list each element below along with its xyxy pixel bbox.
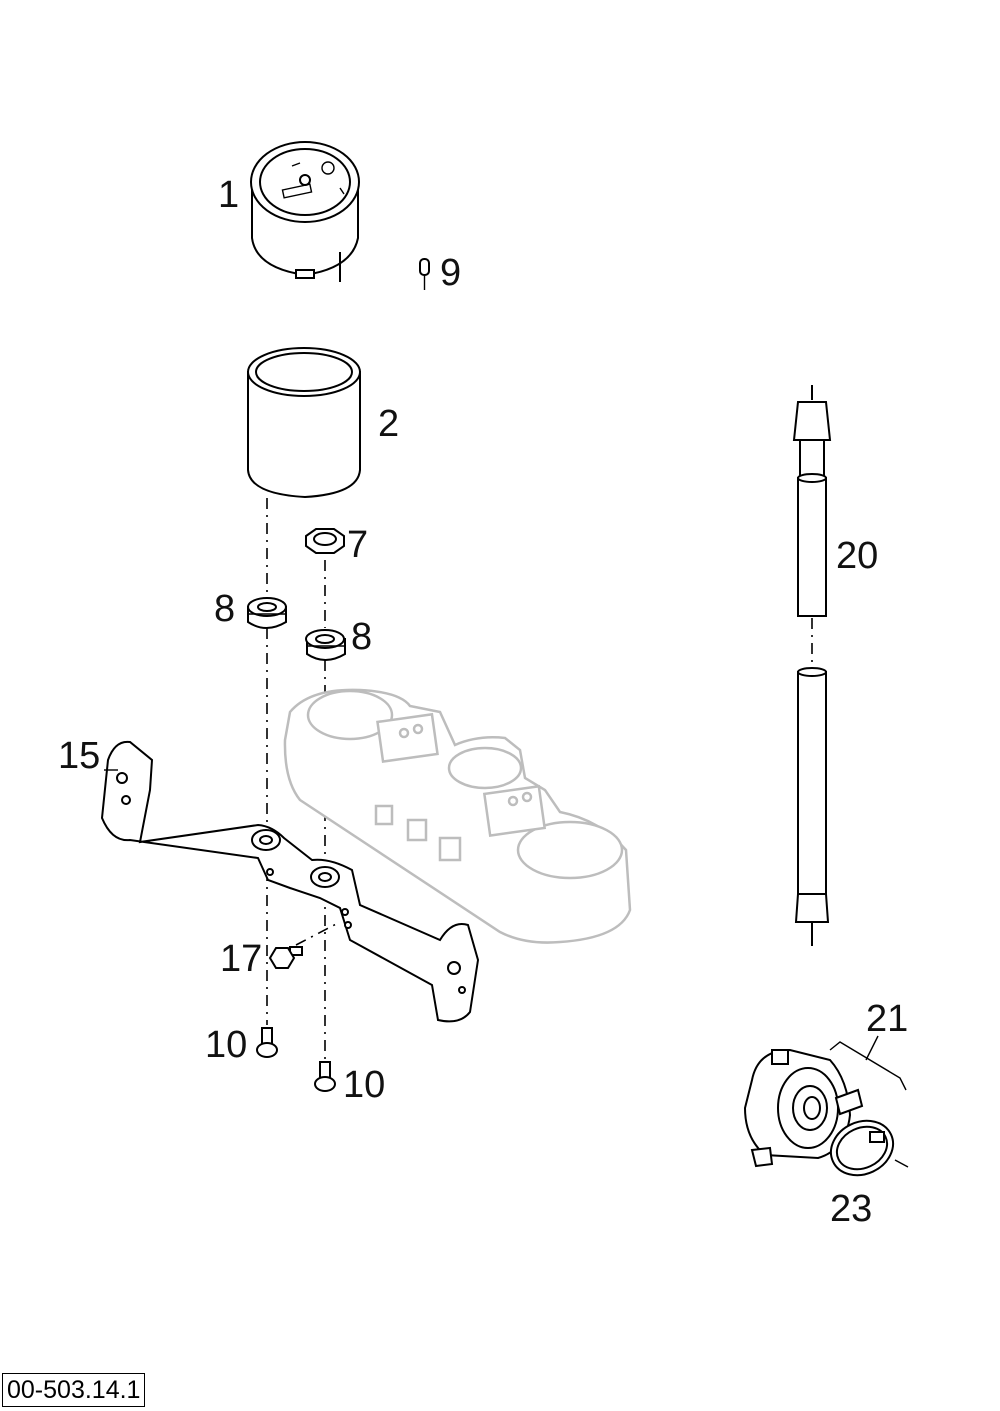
- grommet-left: [247, 597, 287, 629]
- grommet-right: [305, 629, 346, 661]
- callout-20: 20: [836, 535, 879, 577]
- nut: [305, 528, 345, 554]
- document-code-label: 00-503.14.1: [2, 1373, 146, 1407]
- retaining-ring: [829, 1119, 909, 1177]
- callout-23: 23: [830, 1188, 873, 1230]
- screw-left: [256, 1027, 278, 1058]
- screw-right: [314, 1061, 336, 1092]
- speedometer-gauge: [250, 141, 360, 282]
- callout-10-right: 10: [343, 1064, 386, 1106]
- speedometer-cable: [792, 385, 832, 946]
- callout-8-left: 8: [214, 588, 236, 630]
- callout-10-left: 10: [205, 1024, 248, 1066]
- callout-7: 7: [347, 524, 369, 566]
- callout-9: 9: [440, 252, 462, 294]
- group-bracket-21: [829, 1035, 907, 1091]
- speedometer-drive: [743, 1048, 864, 1168]
- callout-1: 1: [218, 174, 240, 216]
- bulb: [419, 258, 430, 290]
- callout-21: 21: [866, 998, 909, 1040]
- callout-15: 15: [58, 735, 101, 777]
- callout-8-right: 8: [351, 616, 373, 658]
- callout-17: 17: [220, 938, 263, 980]
- rubber-sleeve: [247, 347, 361, 499]
- triple-clamp-ghost: [283, 688, 632, 944]
- instrument-bracket: [100, 740, 480, 1023]
- callout-2: 2: [378, 403, 400, 445]
- collar-screw: [268, 946, 303, 969]
